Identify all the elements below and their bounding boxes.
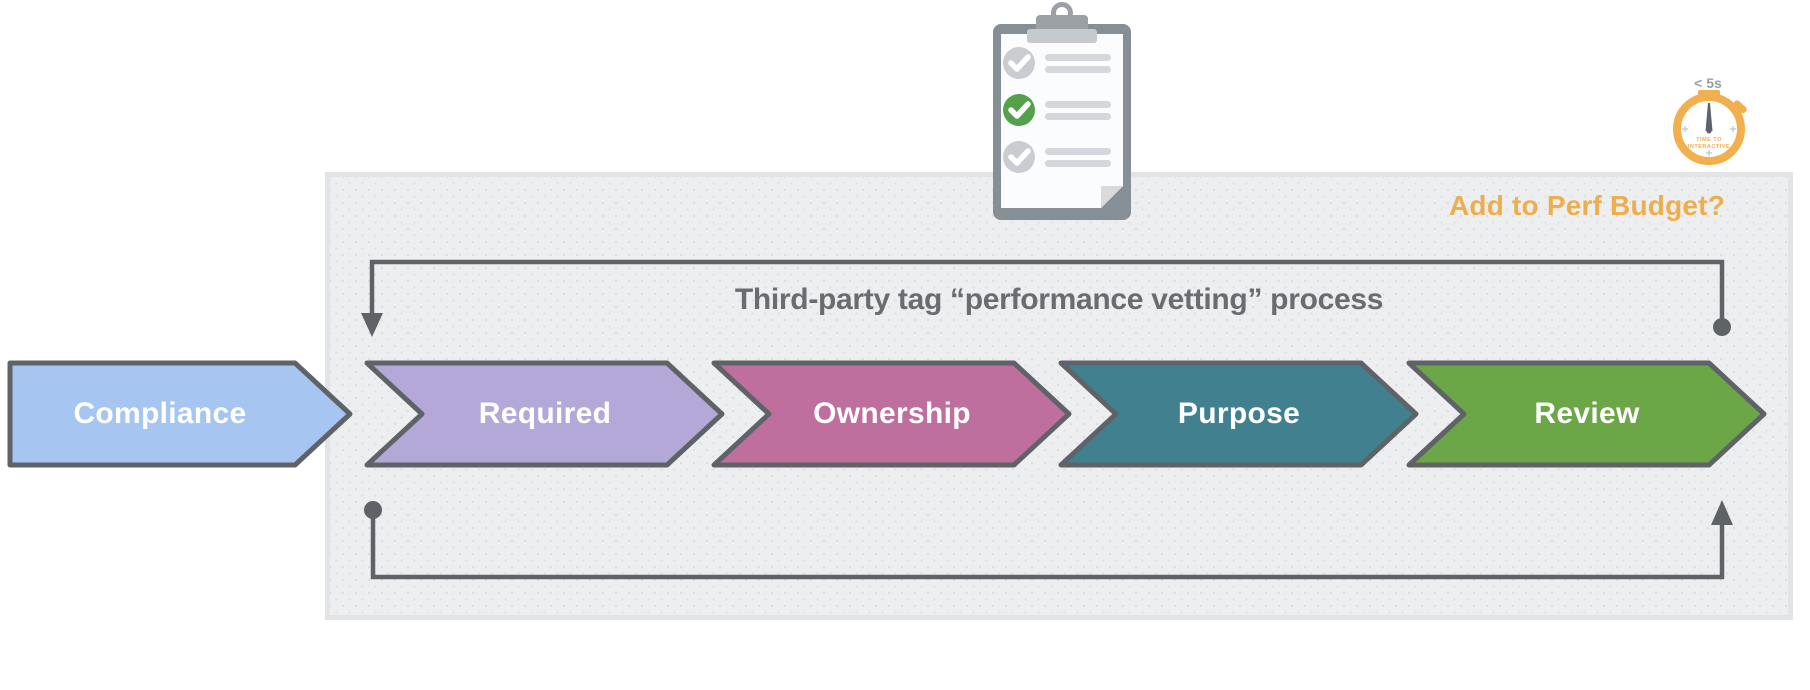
stage-arrow-purpose <box>1058 360 1419 468</box>
stage-label-review: Review <box>1534 397 1640 430</box>
list-line <box>1045 66 1111 73</box>
perf-budget-label: Add to Perf Budget? <box>1449 190 1725 221</box>
stopwatch-tick-marks <box>1682 126 1736 156</box>
stage-label-purpose: Purpose <box>1177 397 1301 430</box>
top-feedback-arrow <box>361 259 1731 337</box>
list-line <box>1045 148 1111 155</box>
stage-label-compliance: Compliance <box>73 397 247 430</box>
checklist-item-2 <box>1003 94 1111 126</box>
bottom-loop-start-dot <box>364 501 382 519</box>
stage-label-ownership: Ownership <box>813 397 971 430</box>
stopwatch-side-knob <box>1733 100 1747 114</box>
clipboard-clip-base <box>1027 29 1097 43</box>
top-loop-arrowhead-icon <box>361 313 383 337</box>
stage-arrow-compliance <box>7 360 353 468</box>
clipboard-clip <box>1036 15 1088 33</box>
bottom-loop-arrowhead-icon <box>1711 500 1733 525</box>
stopwatch-time-label: < 5s <box>1694 75 1722 91</box>
bottom-feedback-arrow <box>364 500 1733 580</box>
stage-label-required: Required <box>478 397 612 430</box>
checklist-item-1 <box>1003 47 1111 79</box>
stopwatch-needle <box>1705 103 1713 131</box>
check-icon <box>1008 101 1031 119</box>
stage-arrow-required <box>364 360 725 468</box>
process-title: Third-party tag “performance vetting” pr… <box>734 283 1384 316</box>
stopwatch-pivot <box>1706 128 1712 134</box>
list-line <box>1045 54 1111 61</box>
top-loop-start-dot <box>1713 318 1731 336</box>
list-line <box>1045 160 1111 167</box>
clipboard-paper-fold <box>1101 186 1123 208</box>
check-icon <box>1008 54 1031 72</box>
checklist-item-3 <box>1003 141 1111 173</box>
stopwatch-face-label-line1: TIME TO <box>1696 137 1722 143</box>
stopwatch-face-label-line2: INTERACTIVE <box>1688 144 1730 150</box>
check-icon <box>1008 148 1031 166</box>
list-line <box>1045 113 1111 120</box>
stage-arrow-review <box>1406 360 1767 468</box>
list-line <box>1045 101 1111 108</box>
stage-arrow-ownership <box>711 360 1072 468</box>
